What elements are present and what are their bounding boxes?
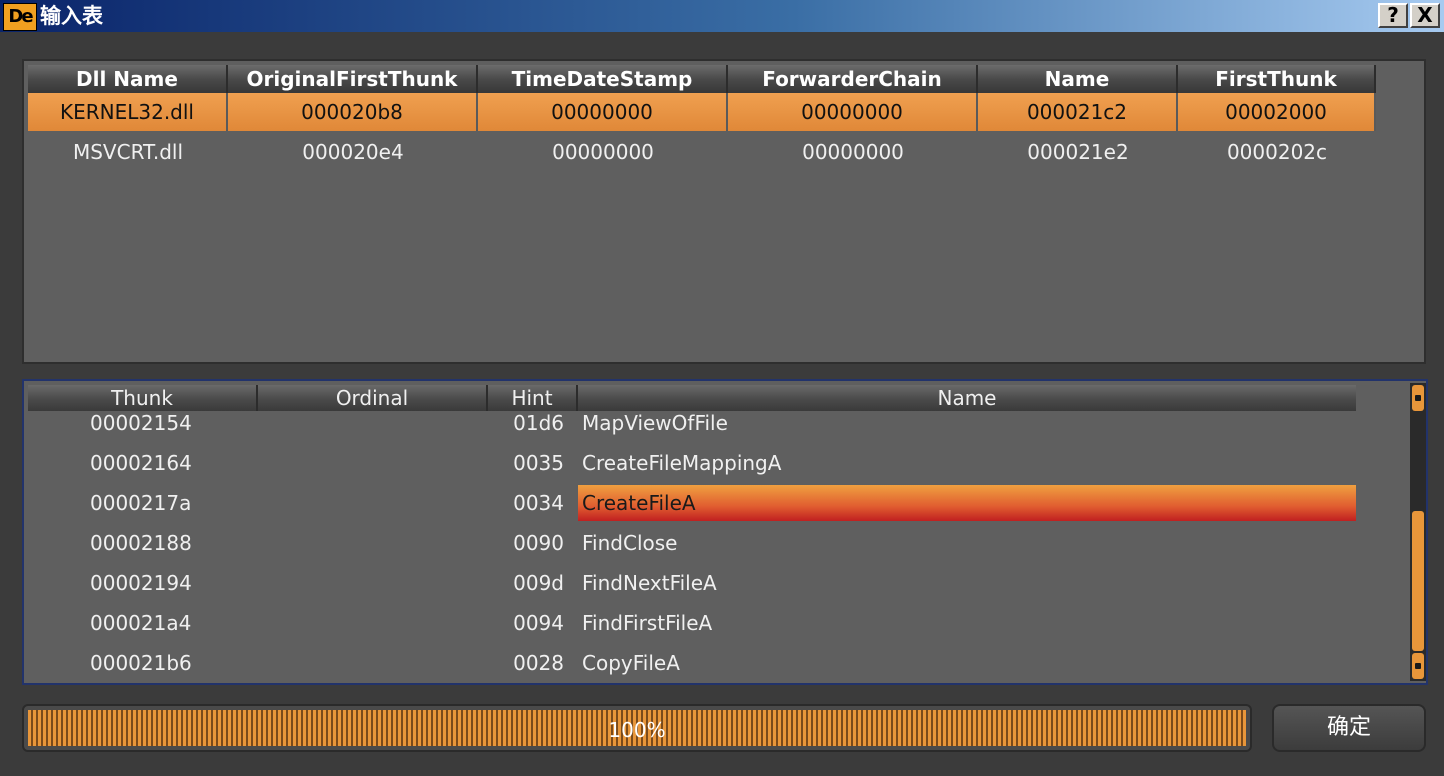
- cell-hint: 0094: [513, 611, 564, 635]
- cell-hint: 0090: [513, 531, 564, 555]
- cell-thunk: 000021a4: [90, 611, 192, 635]
- cell-name: 000021e2: [1027, 140, 1129, 164]
- cell-first-thunk: 00002000: [1178, 93, 1376, 131]
- cell-hint: 01d6: [513, 411, 564, 435]
- cell-thunk: 00002194: [90, 571, 192, 595]
- cell-func-name: FindNextFileA: [582, 571, 717, 595]
- list-item[interactable]: 00002188 0090 FindClose: [24, 523, 1364, 563]
- cell-func-name: FindClose: [582, 531, 678, 555]
- cell-hint: 0035: [513, 451, 564, 475]
- cell-func-name: MapViewOfFile: [582, 411, 728, 435]
- cell-thunk: 00002154: [90, 411, 192, 435]
- cell-forwarder-chain: 00000000: [802, 140, 904, 164]
- list-item[interactable]: 00002164 0035 CreateFileMappingA: [24, 443, 1364, 483]
- progress-label: 100%: [608, 718, 666, 742]
- progress-bar: 100%: [22, 704, 1252, 752]
- column-header-first-thunk[interactable]: FirstThunk: [1178, 65, 1376, 93]
- scroll-thumb[interactable]: [1412, 511, 1424, 651]
- cell-thunk: 0000217a: [90, 491, 192, 515]
- cell-func-name: FindFirstFileA: [582, 611, 713, 635]
- list-item[interactable]: 000021a4 0094 FindFirstFileA: [24, 603, 1364, 643]
- cell-dll-name: MSVCRT.dll: [72, 140, 184, 164]
- cell-hint: 0028: [513, 651, 564, 675]
- cell-name: 000021c2: [978, 93, 1178, 131]
- column-header-original-first-thunk[interactable]: OriginalFirstThunk: [228, 65, 478, 93]
- list-item[interactable]: 00002194 009d FindNextFileA: [24, 563, 1364, 603]
- cell-hint: 0034: [513, 491, 564, 515]
- cell-func-name: CreateFileA: [578, 485, 1356, 521]
- dll-table: Dll Name OriginalFirstThunk TimeDateStam…: [22, 59, 1426, 364]
- list-item[interactable]: 000021b6 0028 CopyFileA: [24, 643, 1364, 683]
- scroll-up-button[interactable]: [1412, 385, 1424, 411]
- list-item[interactable]: 0000217a 0034 CreateFileA: [24, 483, 1364, 523]
- progress-fill: [28, 710, 1246, 746]
- cell-original-first-thunk: 000020e4: [302, 140, 404, 164]
- vertical-scrollbar[interactable]: [1410, 383, 1426, 681]
- column-header-forwarder-chain[interactable]: ForwarderChain: [728, 65, 978, 93]
- scroll-down-button[interactable]: [1412, 653, 1424, 679]
- cell-first-thunk: 0000202c: [1226, 140, 1328, 164]
- ok-button[interactable]: 确定: [1272, 704, 1426, 752]
- cell-thunk: 00002188: [90, 531, 192, 555]
- help-button[interactable]: ?: [1378, 3, 1408, 28]
- column-header-name[interactable]: Name: [978, 65, 1178, 93]
- column-header-dll-name[interactable]: Dll Name: [28, 65, 228, 93]
- column-header-func-name[interactable]: Name: [578, 385, 1356, 411]
- column-header-ordinal[interactable]: Ordinal: [258, 385, 488, 411]
- column-header-hint[interactable]: Hint: [488, 385, 578, 411]
- cell-thunk: 00002164: [90, 451, 192, 475]
- cell-hint: 009d: [513, 571, 564, 595]
- cell-forwarder-chain: 00000000: [728, 93, 978, 131]
- cell-thunk: 000021b6: [90, 651, 192, 675]
- list-item[interactable]: 00002154 01d6 MapViewOfFile: [24, 403, 1364, 443]
- column-header-time-date-stamp[interactable]: TimeDateStamp: [478, 65, 728, 93]
- window-title: 输入表: [40, 4, 103, 28]
- close-button[interactable]: X: [1410, 3, 1440, 28]
- cell-func-name: CreateFileMappingA: [582, 451, 782, 475]
- cell-func-name: CopyFileA: [582, 651, 680, 675]
- app-logo-icon: De: [3, 3, 37, 31]
- column-header-thunk[interactable]: Thunk: [28, 385, 258, 411]
- title-bar: De 输入表 ? X: [0, 0, 1444, 32]
- cell-dll-name: KERNEL32.dll: [28, 93, 228, 131]
- cell-time-date-stamp: 00000000: [478, 93, 728, 131]
- cell-time-date-stamp: 00000000: [552, 140, 654, 164]
- cell-original-first-thunk: 000020b8: [228, 93, 478, 131]
- function-list: Thunk Ordinal Hint Name 00002154 01d6 Ma…: [22, 379, 1428, 685]
